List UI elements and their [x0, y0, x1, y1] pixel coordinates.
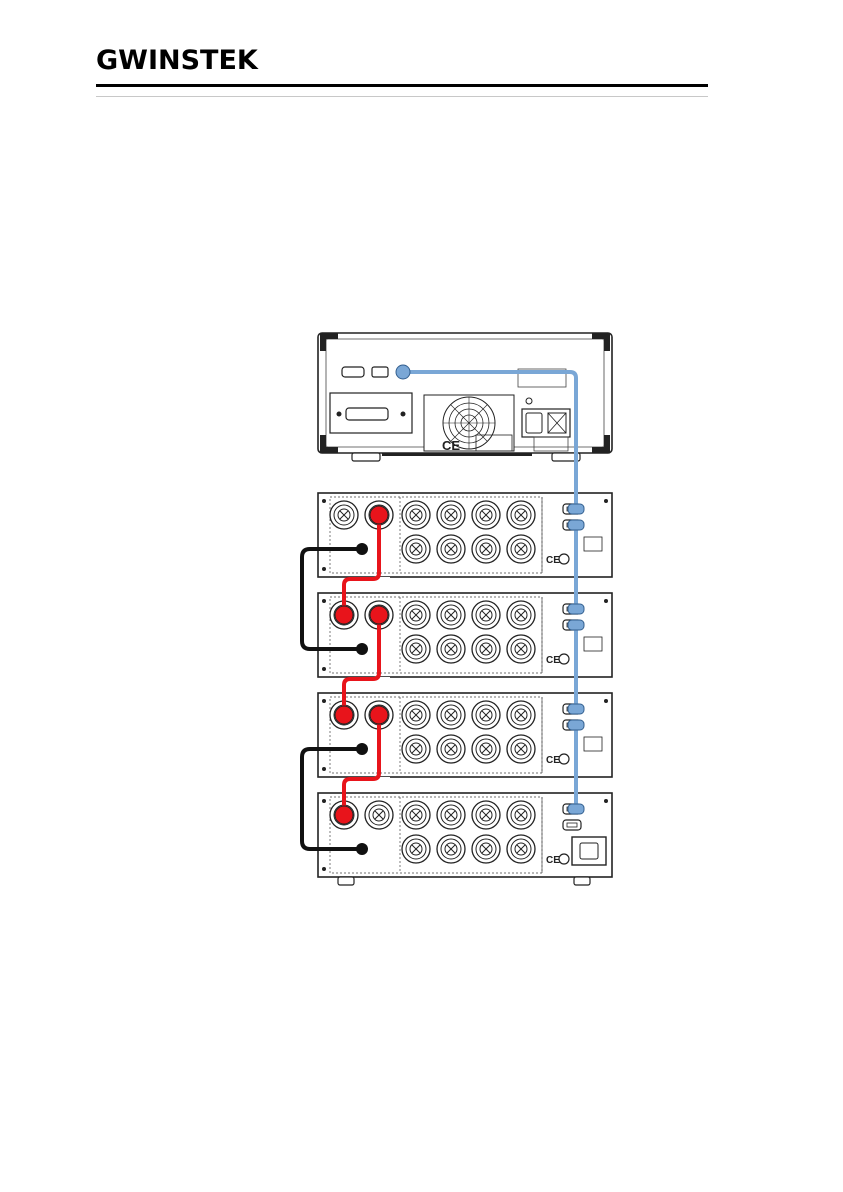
- usb-port-icon: [372, 367, 388, 377]
- negative-terminal-icon: [356, 743, 368, 755]
- control-plug-icon: [568, 604, 584, 614]
- connection-diagram: CE CE CE CE CE: [290, 325, 630, 900]
- positive-terminal-icon: [370, 506, 388, 524]
- positive-terminal-icon: [370, 706, 388, 724]
- positive-terminal-icon: [370, 606, 388, 624]
- unit-ce-mark: CE: [546, 855, 560, 866]
- control-plug-icon: [396, 365, 410, 379]
- unit-ce-mark: CE: [546, 755, 560, 766]
- control-plug-icon: [568, 704, 584, 714]
- negative-terminal-icon: [356, 843, 368, 855]
- header-rule: [96, 84, 708, 87]
- positive-terminal-icon: [335, 806, 353, 824]
- control-plug-icon: [568, 720, 584, 730]
- control-plug-icon: [568, 804, 584, 814]
- brand-logo: GWINSTEK: [96, 46, 258, 76]
- unit-ce-mark: CE: [546, 555, 560, 566]
- fan-icon: [424, 395, 514, 451]
- rs232-port-icon: [342, 367, 364, 377]
- control-plug-icon: [568, 620, 584, 630]
- positive-terminal-icon: [335, 706, 353, 724]
- control-plug-icon: [568, 504, 584, 514]
- main-ce-mark: CE: [442, 438, 460, 453]
- header-rule-thin: [96, 96, 708, 97]
- logo-text: GWINSTEK: [96, 46, 258, 76]
- negative-terminal-icon: [356, 543, 368, 555]
- positive-terminal-icon: [335, 606, 353, 624]
- unit-ce-mark: CE: [546, 655, 560, 666]
- control-plug-icon: [568, 520, 584, 530]
- negative-terminal-icon: [356, 643, 368, 655]
- main-unit-rear-panel: CE: [318, 333, 612, 461]
